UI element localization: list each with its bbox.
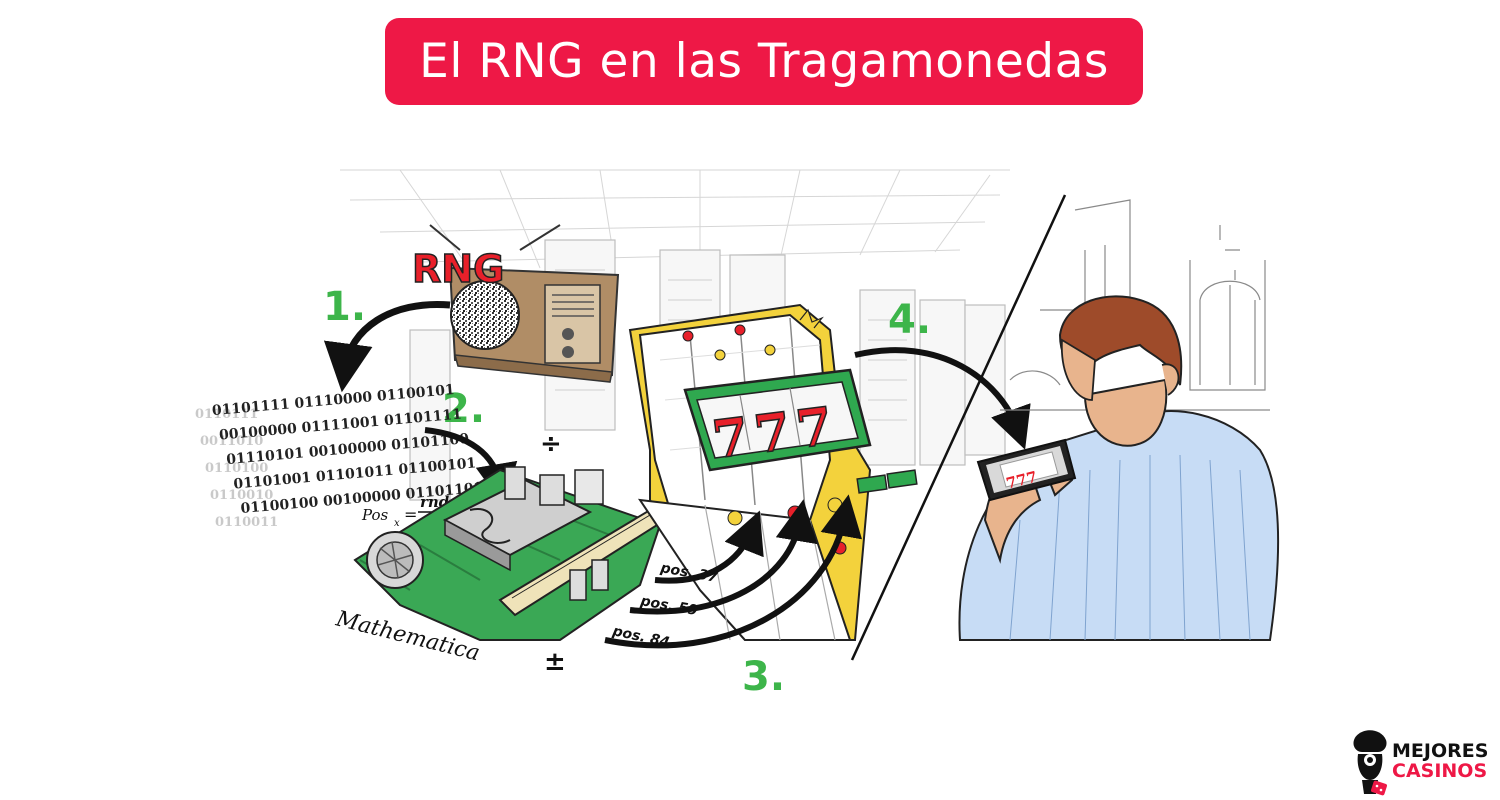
arrow-pos-59 — [629, 499, 818, 615]
arrow-pos-84 — [604, 494, 863, 649]
binary-ghost-1: 0110111 — [195, 407, 258, 422]
page-title: El RNG en las Tragamonedas — [419, 34, 1109, 89]
step-4-label: 4. — [888, 297, 931, 343]
arrow-pos-37 — [654, 510, 764, 584]
step-3-label: 3. — [742, 654, 785, 700]
scene-divider — [850, 194, 1067, 661]
logo-line-1: MEJORES — [1392, 740, 1489, 762]
step-2-label: 2. — [442, 386, 485, 432]
logo-line-2: CASINOS — [1392, 760, 1488, 782]
pos-label-59: pos. 59 — [638, 593, 699, 619]
title-banner: El RNG en las Tragamonedas — [385, 18, 1143, 105]
logo-mascot-icon — [1353, 730, 1387, 796]
formula-equals: = — [404, 505, 417, 524]
binary-ghost-4: 0110010 — [210, 488, 273, 503]
ceiling-grid — [340, 169, 1010, 271]
step-1-label: 1. — [323, 284, 366, 330]
binary-ghost-5: 0110011 — [215, 515, 278, 530]
binary-ghost-3: 0110100 — [205, 461, 268, 476]
formula-lhs: Pos — [361, 506, 389, 524]
formula-subscript: x — [394, 518, 400, 529]
man-playing-phone: 777 — [958, 295, 1280, 641]
tv-icon — [429, 224, 620, 383]
arrow-step-4 — [854, 347, 1031, 450]
divide-symbol: ÷ — [540, 429, 562, 459]
tv-rng-label: RNG — [412, 247, 504, 291]
binary-ghost-2: 0011010 — [200, 434, 263, 449]
slot-machine — [628, 303, 918, 641]
mejores-casinos-logo: MEJORES CASINOS — [1348, 722, 1498, 798]
circuit-board — [353, 466, 667, 641]
arrow-step-1 — [323, 300, 451, 393]
plusminus-symbol: ± — [544, 647, 566, 677]
